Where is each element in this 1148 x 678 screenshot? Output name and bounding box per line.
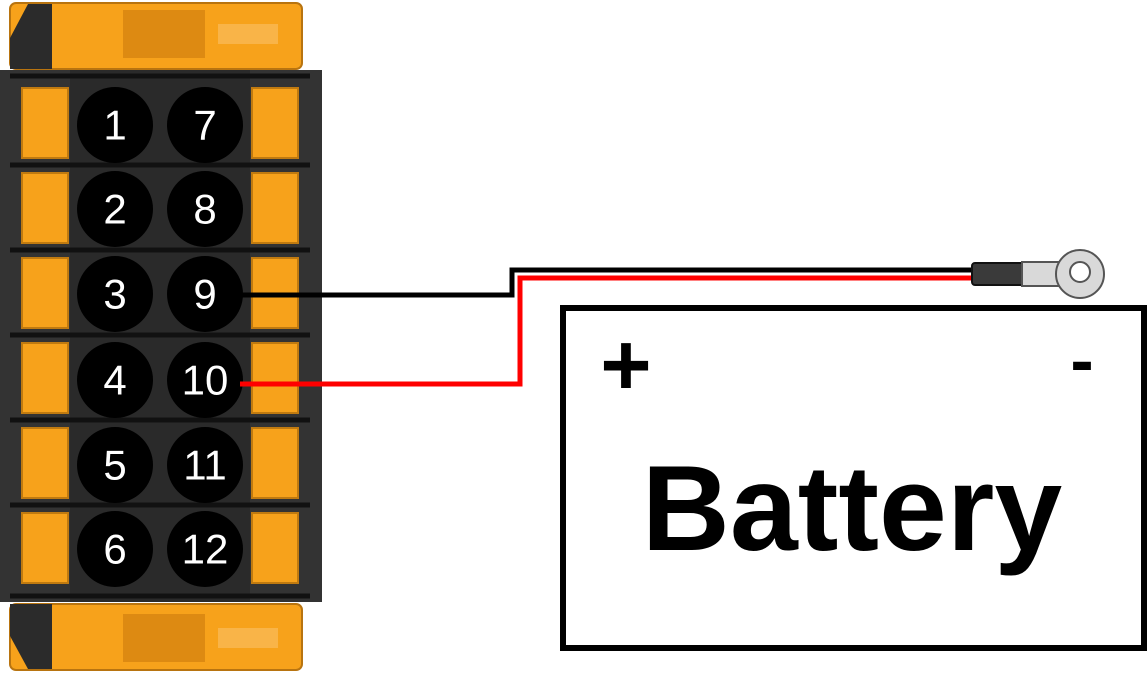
pin-8[interactable]: 8 xyxy=(167,171,243,247)
wire-pin9-black[interactable] xyxy=(240,267,975,298)
pin-label: 1 xyxy=(103,102,126,149)
right-lever-column xyxy=(251,87,299,584)
lever[interactable] xyxy=(21,87,69,159)
pin-7[interactable]: 7 xyxy=(167,87,243,163)
battery-plus-sign: + xyxy=(600,315,651,414)
pin-label: 9 xyxy=(193,271,216,318)
lever[interactable] xyxy=(251,172,299,244)
lever[interactable] xyxy=(251,87,299,159)
pin-12[interactable]: 12 xyxy=(167,511,243,587)
lever[interactable] xyxy=(251,427,299,499)
pin-label: 2 xyxy=(103,186,126,233)
wire-pin10-red[interactable] xyxy=(240,275,975,387)
ring-terminal-lug[interactable] xyxy=(971,249,1105,299)
lever[interactable] xyxy=(21,342,69,414)
connector-top-latch xyxy=(9,2,303,70)
lever[interactable] xyxy=(21,257,69,329)
battery-minus-sign: - xyxy=(1070,321,1093,399)
battery-outline xyxy=(560,305,1147,651)
pin-label: 11 xyxy=(183,442,227,489)
wires xyxy=(240,267,975,387)
lever[interactable] xyxy=(21,512,69,584)
pin-3[interactable]: 3 xyxy=(77,256,153,332)
pin-6[interactable]: 6 xyxy=(77,511,153,587)
lever[interactable] xyxy=(251,342,299,414)
left-lever-column xyxy=(21,87,69,584)
battery: + - Battery xyxy=(560,305,1147,651)
connector-bottom-latch xyxy=(9,603,303,671)
pin-label: 6 xyxy=(103,526,126,573)
pin-label: 8 xyxy=(193,186,216,233)
lever[interactable] xyxy=(251,512,299,584)
pin-label: 10 xyxy=(182,357,229,404)
pin-2[interactable]: 2 xyxy=(77,171,153,247)
pin-10[interactable]: 10 xyxy=(167,342,243,418)
lever[interactable] xyxy=(21,427,69,499)
pin-9[interactable]: 9 xyxy=(167,256,243,332)
terminal-block-connector: 1 2 3 4 5 6 7 8 xyxy=(0,2,322,671)
pin-label: 5 xyxy=(103,442,126,489)
row-separators xyxy=(10,73,310,599)
lever[interactable] xyxy=(21,172,69,244)
pin-label: 3 xyxy=(103,271,126,318)
pin-1[interactable]: 1 xyxy=(77,87,153,163)
battery-label: Battery xyxy=(642,440,1063,576)
pin-label: 4 xyxy=(103,357,126,404)
pin-label: 7 xyxy=(193,102,216,149)
pin-11[interactable]: 11 xyxy=(167,427,243,503)
pin-4[interactable]: 4 xyxy=(77,342,153,418)
pin-5[interactable]: 5 xyxy=(77,427,153,503)
pin-label: 12 xyxy=(182,526,229,573)
